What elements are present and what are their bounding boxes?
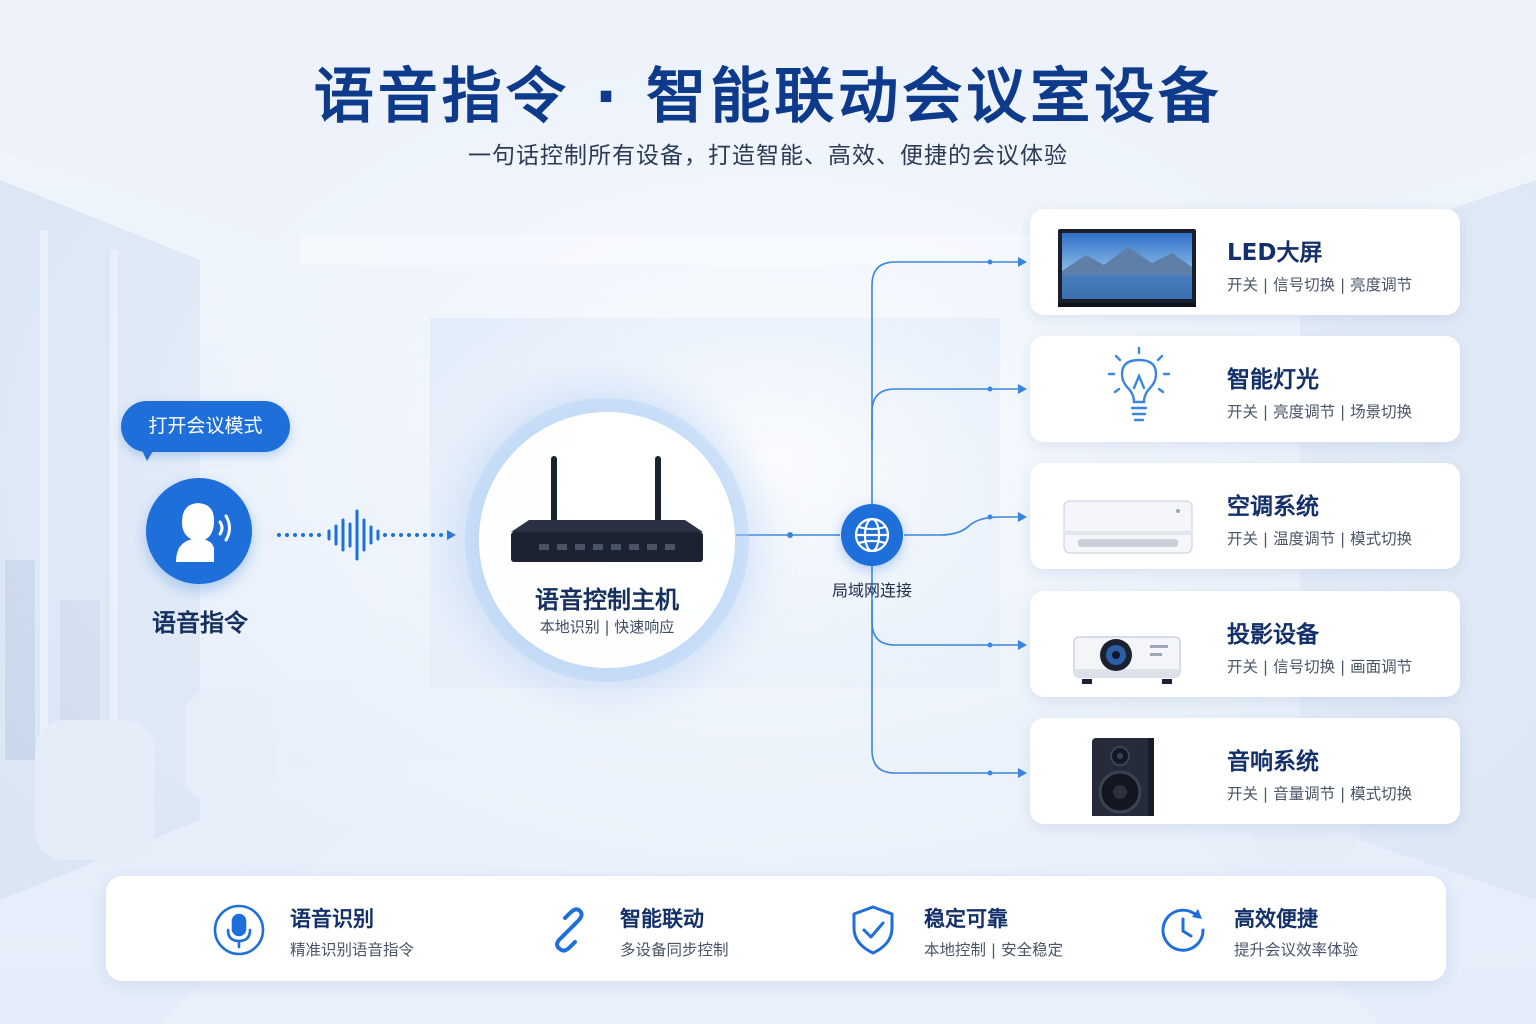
speaker-icon [1052,726,1222,816]
shield-check-icon [846,903,900,957]
router-icon [511,456,703,562]
bubble-tail [140,446,156,461]
device-name: LED大屏 [1227,240,1323,266]
device-name: 智能灯光 [1227,367,1319,393]
host-subtitle: 本地识别 | 快速响应 [539,618,675,636]
device-name: 音响系统 [1227,749,1319,775]
globe-icon [841,504,903,566]
lightbulb-icon [1052,344,1222,434]
device-card-lighting: 智能灯光 开关 | 亮度调节 | 场景切换 [1030,336,1460,442]
device-card-speaker: 音响系统 开关 | 音量调节 | 模式切换 [1030,718,1460,824]
device-ops: 开关 | 温度调节 | 模式切换 [1227,530,1413,548]
device-name: 投影设备 [1227,622,1319,648]
feature-title: 稳定可靠 [924,907,1008,931]
voice-command-bubble: 打开会议模式 [121,401,290,452]
network-label: 局域网连接 [831,581,912,600]
microphone-icon [212,903,266,957]
voice-user-icon [146,478,252,584]
voice-waveform [327,509,380,561]
device-ops: 开关 | 亮度调节 | 场景切换 [1227,403,1413,421]
led-screen-icon [1052,217,1222,307]
device-card-led: LED大屏 开关 | 信号切换 | 亮度调节 [1030,209,1460,315]
host-title: 语音控制主机 [535,586,679,614]
feature-subtitle: 多设备同步控制 [620,941,729,959]
page-subtitle: 一句话控制所有设备，打造智能、高效、便捷的会议体验 [468,143,1068,169]
feature-title: 语音识别 [290,907,374,931]
page-title: 语音指令 · 智能联动会议室设备 [313,62,1223,132]
air-conditioner-icon [1052,471,1222,561]
projector-icon [1052,599,1222,689]
link-icon [542,903,596,957]
feature-subtitle: 精准识别语音指令 [290,941,415,959]
device-ops: 开关 | 信号切换 | 亮度调节 [1227,276,1413,294]
clock-icon [1156,903,1210,957]
device-card-projector: 投影设备 开关 | 信号切换 | 画面调节 [1030,591,1460,697]
device-name: 空调系统 [1227,494,1319,520]
feature-subtitle: 提升会议效率体验 [1234,941,1359,959]
device-card-ac: 空调系统 开关 | 温度调节 | 模式切换 [1030,463,1460,569]
device-ops: 开关 | 音量调节 | 模式切换 [1227,785,1413,803]
device-ops: 开关 | 信号切换 | 画面调节 [1227,658,1413,676]
feature-title: 智能联动 [620,907,704,931]
feature-bar: 语音识别 精准识别语音指令 智能联动 多设备同步控制 稳定可靠 [106,876,1446,981]
voice-command-label: 语音指令 [152,609,248,637]
feature-title: 高效便捷 [1234,907,1318,931]
feature-subtitle: 本地控制 | 安全稳定 [924,941,1064,959]
